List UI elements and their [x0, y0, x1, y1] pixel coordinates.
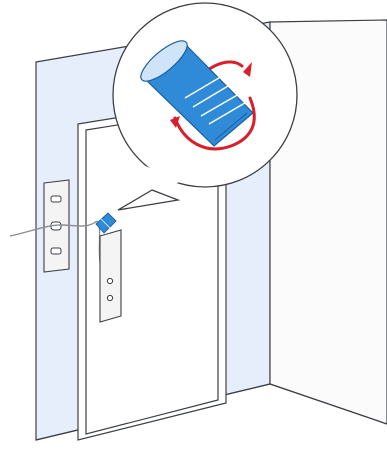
doorbell-icon	[100, 230, 121, 322]
